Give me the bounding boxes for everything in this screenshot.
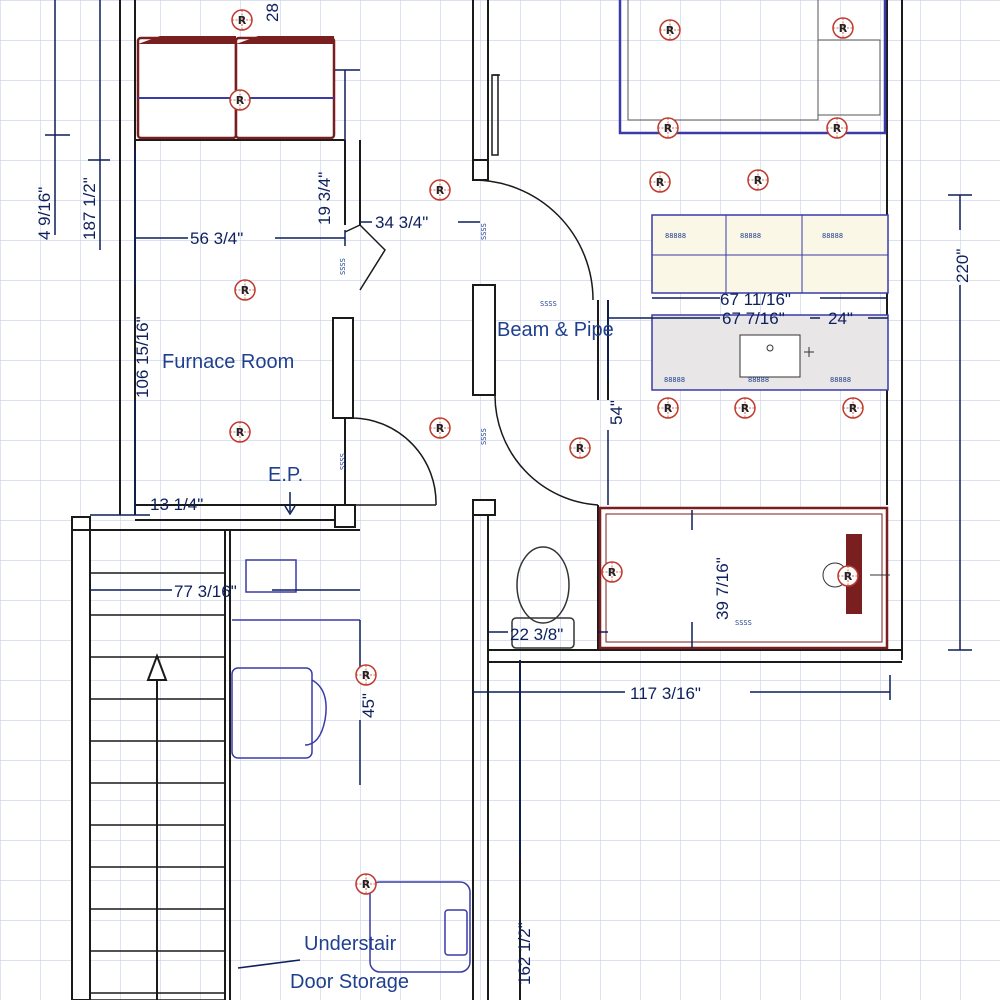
dim-162-1-2: 162 1/2" — [515, 922, 534, 985]
r-marker: R — [601, 561, 623, 583]
svg-text:R: R — [666, 24, 675, 37]
svg-text:R: R — [741, 402, 750, 415]
svg-text:R: R — [362, 878, 371, 891]
dim-34-3-4: 34 3/4" — [375, 213, 428, 232]
dim-39-7-16: 39 7/16" — [713, 557, 732, 620]
stairs — [89, 529, 226, 1000]
r-marker: R — [429, 179, 451, 201]
r-marker: R — [657, 117, 679, 139]
dim-24: 24" — [828, 309, 853, 328]
r-marker: R — [842, 397, 864, 419]
vanity-tag-6: 88888 — [830, 376, 851, 384]
vanity-tag-4: 88888 — [664, 376, 685, 384]
svg-text:R: R — [576, 442, 585, 455]
svg-text:R: R — [849, 402, 858, 415]
r-marker: R — [657, 397, 679, 419]
wall-tag-4: SSSS — [480, 428, 488, 445]
dim-22-3-8: 22 3/8" — [510, 625, 563, 644]
r-marker: R — [429, 417, 451, 439]
dim-28: 28 — [263, 3, 282, 22]
wall-tag-1: SSSS — [339, 258, 347, 275]
svg-text:R: R — [241, 284, 250, 297]
svg-text:R: R — [664, 402, 673, 415]
svg-text:R: R — [664, 122, 673, 135]
svg-text:R: R — [833, 122, 842, 135]
r-marker: R — [747, 169, 769, 191]
r-marker: R — [826, 117, 848, 139]
desk-area — [231, 559, 471, 973]
dim-77-3-16: 77 3/16" — [174, 582, 237, 601]
dimension-lines — [45, 0, 972, 969]
dim-187-1-2: 187 1/2" — [80, 177, 99, 240]
svg-text:R: R — [436, 184, 445, 197]
r-marker: R — [229, 421, 251, 443]
wall-tag-3: SSSS — [480, 223, 488, 240]
r-marker: R — [832, 17, 854, 39]
upper-cabinets — [136, 36, 336, 140]
svg-text:R: R — [844, 570, 853, 583]
r-marker: R — [649, 171, 671, 193]
vanity-tag-5: 88888 — [748, 376, 769, 384]
r-marker: R — [355, 664, 377, 686]
vanity-tag-1: 88888 — [665, 232, 686, 240]
dim-19-3-4: 19 3/4" — [315, 172, 334, 225]
wall-tag-2: SSSS — [339, 453, 347, 470]
svg-text:R: R — [436, 422, 445, 435]
top-right-furniture — [618, 0, 887, 135]
svg-text:R: R — [608, 566, 617, 579]
dim-67-7-16: 67 7/16" — [722, 309, 785, 328]
r-marker: R — [837, 565, 859, 587]
label-furnace-room: Furnace Room — [162, 351, 294, 373]
svg-text:R: R — [362, 669, 371, 682]
r-marker: R — [355, 873, 377, 895]
r-marker: R — [659, 19, 681, 41]
r-marker: R — [569, 437, 591, 459]
dim-45: 45" — [359, 693, 378, 718]
dim-106-15-16: 106 15/16" — [133, 316, 152, 398]
label-beam-pipe: Beam & Pipe — [497, 319, 614, 341]
svg-text:R: R — [656, 176, 665, 189]
dim-220: 220" — [953, 249, 972, 283]
r-markers: R R R R R R R R R R R R R R R R R R R R — [229, 9, 864, 895]
label-understair: Understair — [304, 933, 397, 955]
doors — [344, 74, 599, 506]
dim-67-11-16: 67 11/16" — [720, 290, 791, 309]
dim-54: 54" — [607, 400, 626, 425]
walls — [71, 0, 903, 1000]
dim-13-1-4: 13 1/4" — [150, 495, 203, 514]
wall-tag-5: SSSS — [540, 300, 557, 308]
r-marker: R — [734, 397, 756, 419]
toilet — [511, 546, 575, 649]
dim-117-3-16: 117 3/16" — [630, 684, 701, 703]
tub-tag: SSSS — [735, 619, 752, 627]
svg-text:R: R — [839, 22, 848, 35]
vanity-tag-2: 88888 — [740, 232, 761, 240]
svg-text:R: R — [236, 94, 245, 107]
vanity: 88888 88888 88888 88888 88888 88888 — [651, 214, 889, 391]
r-marker: R — [229, 89, 251, 111]
svg-text:R: R — [236, 426, 245, 439]
vanity-tag-3: 88888 — [822, 232, 843, 240]
svg-text:R: R — [238, 14, 247, 27]
r-marker: R — [231, 9, 253, 31]
dim-4-9-16: 4 9/16" — [35, 187, 54, 240]
svg-text:R: R — [754, 174, 763, 187]
label-ep: E.P. — [268, 464, 303, 486]
dim-56-3-4: 56 3/4" — [190, 229, 243, 248]
label-door-storage: Door Storage — [290, 971, 409, 993]
r-marker: R — [234, 279, 256, 301]
